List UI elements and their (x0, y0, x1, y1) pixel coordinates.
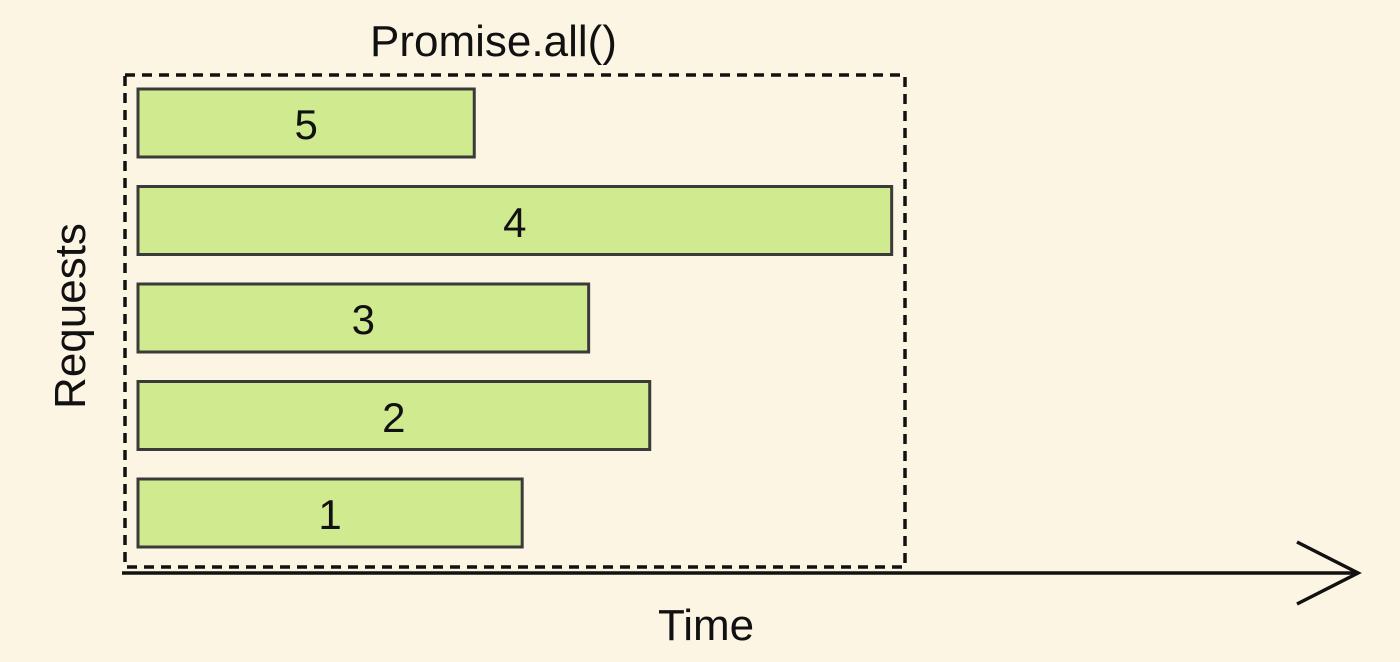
request-bar-4 (136, 185, 894, 256)
request-bar-label-5: 5 (294, 101, 318, 148)
promise-all-title: Promise.all() (370, 17, 617, 66)
request-bar-label-1: 1 (318, 491, 342, 538)
request-bar-3 (136, 282, 591, 354)
request-bar-2 (136, 380, 652, 451)
request-bar-label-3: 3 (351, 296, 376, 343)
request-bar-label-4: 4 (503, 198, 527, 246)
x-axis-label: Time (658, 601, 755, 650)
request-bar-1 (136, 477, 524, 549)
time-axis-arrowhead (1296, 540, 1362, 606)
promise-all-group-box (123, 73, 907, 569)
request-bar-5 (136, 87, 476, 159)
y-axis-label: Requests (46, 223, 95, 409)
request-bars (136, 87, 894, 549)
request-bar-label-2: 2 (382, 393, 406, 441)
